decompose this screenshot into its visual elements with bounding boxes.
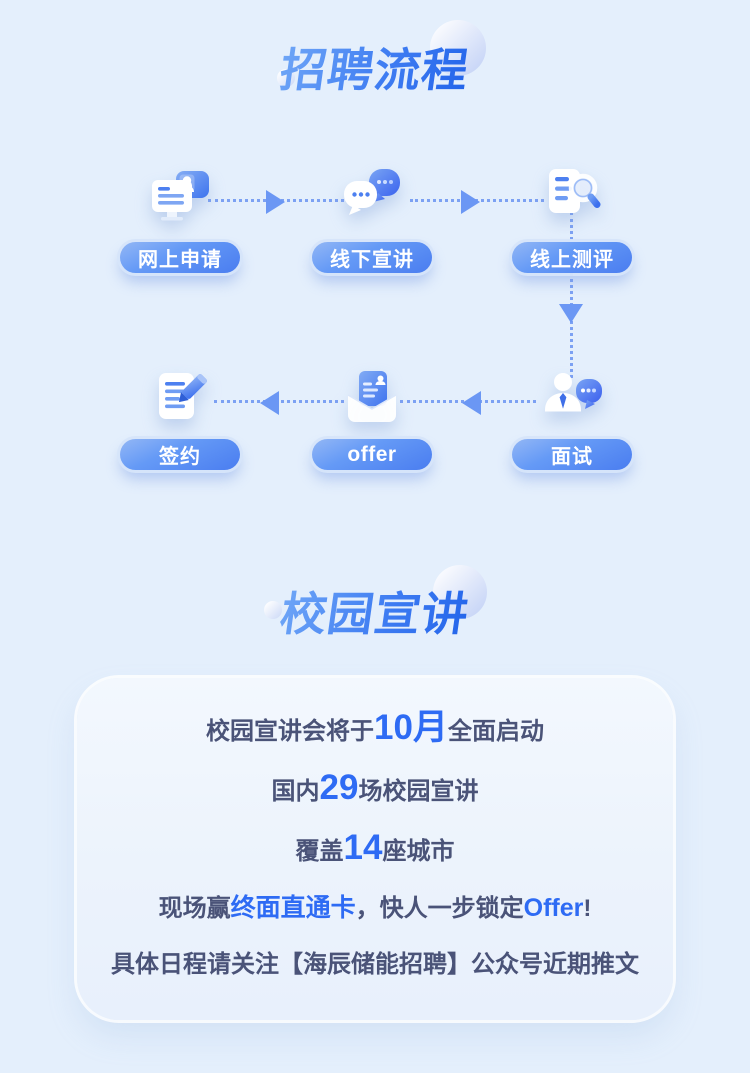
text-segment-highlight: 终面直通卡 (230, 894, 356, 922)
arrow-right-icon (266, 190, 285, 214)
text-segment: ! (583, 895, 592, 922)
text-segment: 场校园宣讲 (358, 778, 479, 805)
text-segment: 具体日程请关注【海辰储能招聘】公众号近期推文 (111, 951, 639, 978)
flow-step-label: 线下宣讲 (330, 249, 414, 271)
campus-line-sessions: 国内29场校园宣讲 (272, 768, 479, 815)
text-segment: 座城市 (382, 838, 455, 865)
arrow-right-icon (461, 190, 480, 214)
section-campus-title-row: 校园宣讲 (0, 578, 750, 644)
flow-step-label: offer (347, 442, 397, 466)
section-process-title-row: 招聘流程 (0, 34, 750, 100)
text-segment: 现场赢 (158, 895, 231, 922)
flow-step-label: 网上申请 (138, 249, 222, 271)
text-segment: ，快人一步锁定 (355, 895, 524, 922)
flow-step-label: 面试 (551, 446, 593, 468)
flow-step-label: 线上测评 (530, 249, 614, 271)
title-deco-circle-small (264, 601, 282, 619)
text-segment-highlight: 10月 (374, 708, 448, 747)
section-process-title: 招聘流程 (276, 34, 473, 100)
text-segment: 覆盖 (295, 838, 344, 865)
contract-signing-icon (146, 366, 214, 434)
text-segment-highlight: 29 (319, 768, 359, 807)
campus-line-follow-account: 具体日程请关注【海辰储能招聘】公众号近期推文 (111, 945, 639, 988)
flow-step-offline-info-session: 线下宣讲 (312, 242, 432, 273)
offer-letter-icon (338, 366, 406, 434)
flow-step-online-application: 网上申请 (120, 242, 240, 273)
flow-step-interview: 面试 (512, 439, 632, 470)
text-segment-highlight: Offer (523, 894, 584, 922)
online-assessment-icon (538, 164, 606, 232)
interview-icon (538, 366, 606, 434)
flow-step-contract-signing: 签约 (120, 439, 240, 470)
flow-connector-5 (214, 400, 344, 403)
title-deco-circle-small (277, 69, 295, 87)
flow-step-label: 签约 (159, 446, 201, 468)
text-segment: 全面启动 (447, 718, 544, 745)
campus-line-pass-card: 现场赢终面直通卡，快人一步锁定Offer! (159, 888, 592, 932)
online-application-icon (146, 164, 214, 232)
text-segment: 国内 (271, 778, 320, 805)
offline-info-session-icon (338, 164, 406, 232)
section-campus-title: 校园宣讲 (276, 578, 473, 644)
text-segment-highlight: 14 (343, 828, 383, 867)
flow-step-online-assessment: 线上测评 (512, 242, 632, 273)
title-deco-circle-large (430, 20, 486, 76)
flow-step-offer: offer (312, 439, 432, 470)
campus-info-card: 校园宣讲会将于10月全面启动 国内29场校园宣讲 覆盖14座城市 现场赢终面直通… (77, 678, 673, 1020)
arrow-down-icon (559, 304, 583, 323)
campus-line-launch: 校园宣讲会将于10月全面启动 (206, 708, 544, 755)
title-deco-circle-large (433, 565, 487, 619)
flow-connector-3 (570, 212, 573, 378)
campus-line-cities: 覆盖14座城市 (296, 828, 455, 875)
arrow-left-icon (462, 391, 481, 415)
text-segment: 校园宣讲会将于 (206, 718, 375, 745)
arrow-left-icon (260, 391, 279, 415)
